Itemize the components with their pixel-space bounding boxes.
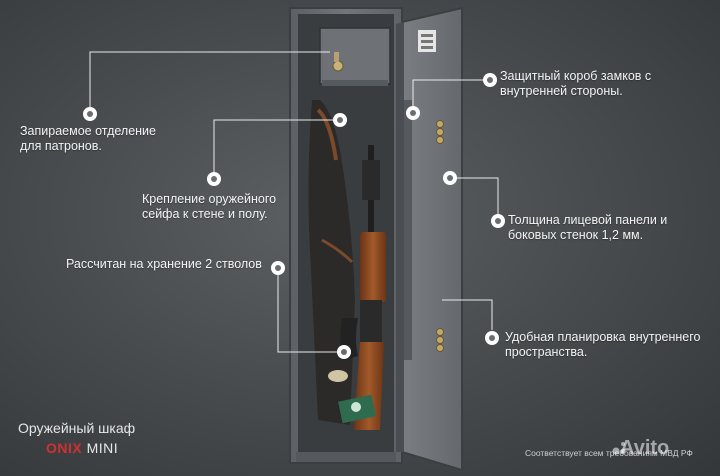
avito-logo-icon	[612, 442, 626, 455]
callout-line: Рассчитан на хранение 2 стволов	[66, 257, 262, 271]
avito-watermark: Avito	[620, 437, 670, 459]
product-title: Оружейный шкаф	[18, 420, 136, 436]
callout-mounting: Крепление оружейного сейфа к стене и пол…	[142, 192, 276, 222]
line-layout	[442, 299, 493, 330]
callout-interior-layout: Удобная планировка внутреннего пространс…	[505, 330, 701, 360]
callout-line: Запираемое отделение	[20, 124, 156, 138]
line-ammo	[89, 51, 330, 108]
callout-line: сейфа к стене и полу.	[142, 207, 268, 221]
thickness-marker-dot	[491, 214, 505, 228]
callout-line: Защитный короб замков с	[500, 69, 652, 83]
line-capacity	[277, 268, 344, 353]
interior	[308, 100, 386, 430]
open-door	[396, 6, 463, 472]
callout-panel-thickness: Толщина лицевой панели и боковых стенок …	[508, 213, 667, 243]
bottom-marker-dot	[337, 345, 351, 359]
callout-lock-box: Защитный короб замков с внутренней сторо…	[500, 69, 651, 99]
mount-marker-dot	[207, 172, 221, 186]
product-model: ONIX MINI	[46, 440, 118, 456]
line-mount	[213, 119, 340, 172]
line-lockbox	[412, 79, 486, 113]
callout-line: для патронов.	[20, 139, 102, 153]
callout-line: боковых стенок 1,2 мм.	[508, 228, 644, 242]
model-name-red: ONIX	[46, 440, 83, 456]
model-name-white: MINI	[86, 440, 119, 456]
line-thickness	[450, 177, 499, 214]
callout-line: пространства.	[505, 345, 588, 359]
lockbox-marker-dot	[483, 73, 497, 87]
callout-ammo-compartment: Запираемое отделение для патронов.	[20, 124, 156, 154]
compliance-note: Соответствует всем требованиям МВД РФ	[525, 448, 693, 458]
interior-marker-dot	[333, 113, 347, 127]
ammo-compartment	[319, 27, 391, 86]
door-marker-dot	[406, 106, 420, 120]
callout-line: Толщина лицевой панели и	[508, 213, 668, 227]
ammo-marker-dot	[83, 107, 97, 121]
layout-marker-dot	[485, 331, 499, 345]
callout-line: Крепление оружейного	[142, 192, 277, 206]
callout-line: внутренней стороны.	[500, 84, 623, 98]
hinge-marker-dot	[443, 171, 457, 185]
callout-lines	[89, 51, 499, 353]
callout-line: Удобная планировка внутреннего	[505, 330, 701, 344]
capacity-marker-dot	[271, 261, 285, 275]
callout-capacity: Рассчитан на хранение 2 стволов	[66, 257, 262, 272]
